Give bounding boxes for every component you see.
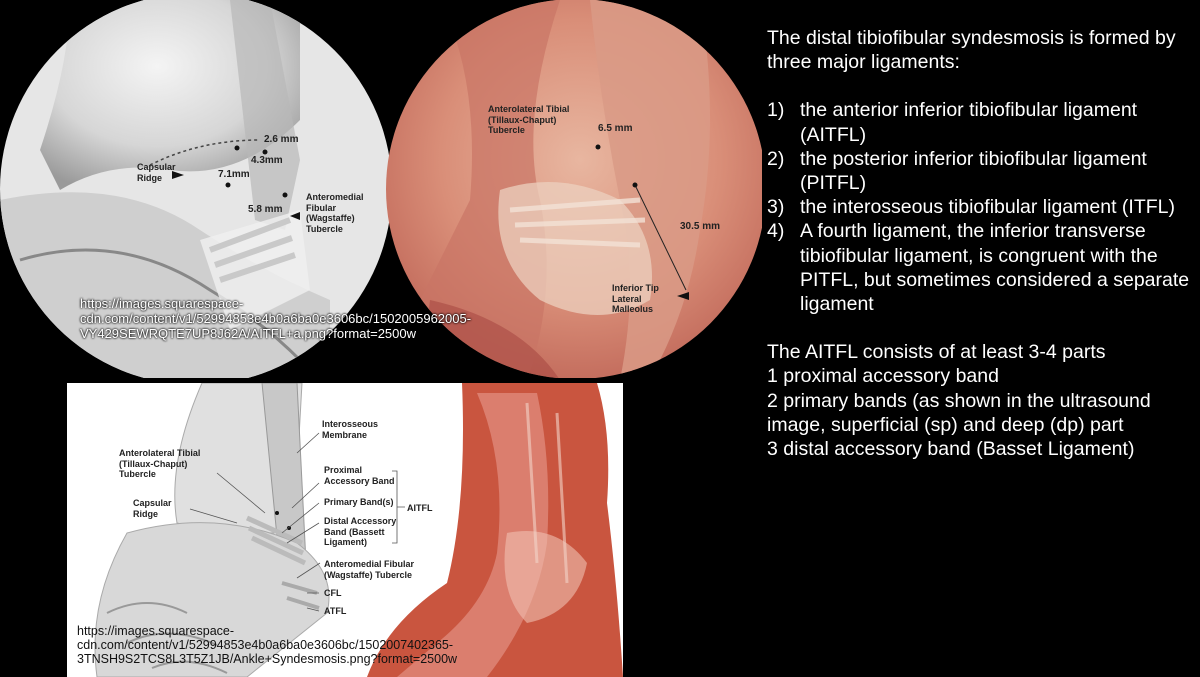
- proximal-band-label: Proximal Accessory Band: [324, 465, 395, 486]
- aitfl-label: AITFL: [407, 503, 433, 513]
- aitfl-part: 2 primary bands (as shown in the ultraso…: [767, 389, 1151, 436]
- top-figure-illustration: [0, 0, 762, 378]
- syndesmosis-text: The distal tibiofibular syndesmosis is f…: [767, 26, 1197, 461]
- anterolateral-tubercle-label: Anterolateral Tibial (Tillaux-Chaput) Tu…: [119, 448, 201, 479]
- source-url: https://images.squarespace- cdn.com/cont…: [80, 296, 472, 341]
- measurement-label: 5.8 mm: [248, 204, 283, 215]
- interosseous-membrane-label: Interosseous Membrane: [322, 419, 379, 440]
- list-number: 1): [767, 99, 785, 122]
- anterolateral-tubercle-label: Anterolateral Tibial (Tillaux-Chaput) Tu…: [488, 104, 570, 135]
- list-item: 4) A fourth ligament, the inferior transv…: [767, 219, 1197, 316]
- list-text: the interosseous tibiofibular ligament (…: [800, 196, 1176, 219]
- list-number: 3): [767, 196, 785, 219]
- measurement-label: 6.5 mm: [598, 123, 633, 134]
- source-url: https://images.squarespace- cdn.com/cont…: [77, 624, 458, 666]
- primary-band-label: Primary Band(s): [324, 497, 394, 507]
- aitfl-heading: The AITFL consists of at least 3-4 parts: [767, 341, 1106, 364]
- anteromedial-tubercle-label: Anteromedial Fibular (Wagstaffe) Tubercl…: [306, 192, 364, 234]
- bottom-figure-illustration: [94, 383, 623, 677]
- top-figure: Capsular Ridge 2.6 mm 4.3mm 7.1mm 5.8 mm…: [0, 0, 762, 378]
- cfl-label: CFL: [324, 588, 342, 598]
- bottom-figure: Interosseous Membrane Anterolateral Tibi…: [67, 383, 623, 677]
- distal-band-label: Distal Accessory Band (Bassett Ligament): [324, 516, 397, 547]
- list-text: the posterior inferior tibiofibular liga…: [800, 147, 1147, 195]
- list-text: A fourth ligament, the inferior transver…: [800, 220, 1190, 316]
- list-number: 2): [767, 147, 785, 170]
- inferior-tip-label: Inferior Tip Lateral Malleolus: [612, 283, 659, 314]
- ligament-list: 1) the anterior inferior tibiofibular lig…: [767, 98, 1197, 316]
- measurement-label: 30.5 mm: [680, 221, 721, 232]
- intro-paragraph: The distal tibiofibular syndesmosis is f…: [767, 27, 1176, 74]
- measurement-label: 7.1mm: [218, 169, 250, 180]
- anteromedial-tubercle-label: Anteromedial Fibular (Wagstaffe) Tubercl…: [324, 559, 415, 580]
- capsular-ridge-label: Capsular Ridge: [133, 498, 172, 519]
- list-number: 4): [767, 220, 785, 243]
- list-text: the anterior inferior tibiofibular ligam…: [800, 99, 1138, 146]
- capsular-ridge-label: Capsular Ridge: [137, 162, 176, 183]
- list-item: 1) the anterior inferior tibiofibular lig…: [767, 98, 1197, 146]
- aitfl-part: 1 proximal accessory band: [767, 365, 999, 388]
- atfl-label: ATFL: [324, 606, 347, 616]
- list-item: 3) the interosseous tibiofibular ligament…: [767, 195, 1197, 219]
- list-item: 2) the posterior inferior tibiofibular li…: [767, 147, 1197, 195]
- measurement-label: 2.6 mm: [264, 134, 299, 145]
- measurement-label: 4.3mm: [251, 155, 283, 166]
- aitfl-part: 3 distal accessory band (Basset Ligament…: [767, 438, 1135, 461]
